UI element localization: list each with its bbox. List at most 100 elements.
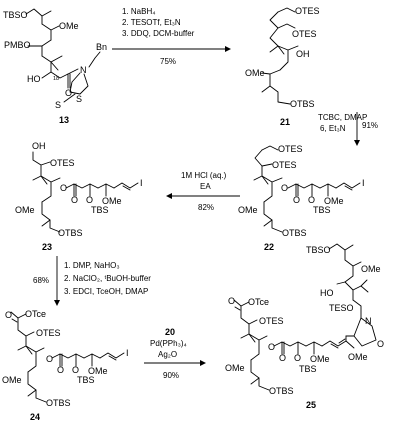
ome-label: OMe <box>310 354 330 364</box>
otce-label: OTce <box>25 309 46 319</box>
bond <box>277 7 296 13</box>
step-4: 68% 1. DMP, NaHO₃ 2. NaClO₂, ᵗBuOH-buffe… <box>33 256 151 306</box>
vinyl-bond <box>113 182 139 189</box>
oxazole-ring <box>353 317 377 347</box>
otbs-label: OTBS <box>58 228 83 238</box>
o-label: O <box>308 195 315 205</box>
reagent-line: 1. DMP, NaHO₃ <box>64 261 120 270</box>
bond <box>360 285 369 293</box>
bond <box>41 39 52 57</box>
o-label: O <box>71 195 78 205</box>
bond <box>27 389 37 397</box>
vinyl-bond <box>108 355 117 361</box>
thiazolidine-ring <box>69 72 89 95</box>
diene-bond <box>330 343 339 349</box>
bond <box>269 27 279 47</box>
step-yield: 68% <box>33 276 49 285</box>
tbs-label: TBS <box>299 364 317 374</box>
bond <box>279 49 289 71</box>
otbs-label: OTBS <box>290 99 315 109</box>
bond <box>41 55 63 63</box>
bond <box>261 175 283 183</box>
ome-label: OMe <box>361 264 381 274</box>
otes-label: OTES <box>259 316 284 326</box>
bond <box>25 345 33 355</box>
bond <box>269 85 291 105</box>
n-label: N <box>80 65 87 75</box>
o-label: O <box>228 296 235 306</box>
bond <box>344 249 362 267</box>
compound-22-structure: OTES OTES O O O TBS OMe I OMe OTBS 22 <box>238 144 365 252</box>
arrow-head <box>354 140 360 146</box>
bond <box>63 93 76 103</box>
bond <box>240 305 250 335</box>
ho-label: HO <box>320 288 334 298</box>
arrow-head <box>200 360 206 366</box>
step-1: 1. NaBH₄ 2. TESOTf, Et₃N 3. DDQ, DCM-buf… <box>112 7 231 66</box>
i-label: I <box>126 348 129 358</box>
o-label: O <box>57 365 64 375</box>
otbs-label: OTBS <box>269 386 294 396</box>
step-yield: 91% <box>362 121 378 130</box>
bond <box>40 161 51 166</box>
reagent-line: TCBC, DMAP <box>318 113 367 122</box>
step-yield: 75% <box>160 57 176 66</box>
bond <box>240 333 250 339</box>
bond <box>352 299 362 319</box>
otbs-label: OTBS <box>46 398 71 408</box>
step-3: 1M HCl (aq.) EA 82% <box>166 171 240 212</box>
o-label: O <box>72 365 79 375</box>
otes-label: OTES <box>272 160 297 170</box>
bond <box>328 243 354 251</box>
o-label: O <box>294 353 301 363</box>
vinyl-bond <box>122 185 131 191</box>
s-label: S <box>76 94 82 104</box>
s-label: S <box>55 100 61 110</box>
diene-bond <box>338 338 346 344</box>
ho-label: HO <box>27 74 41 84</box>
bond <box>263 201 283 233</box>
oh-label: OH <box>296 49 310 59</box>
reagent-line: 2. TESOTf, Et₃N <box>122 18 181 27</box>
compound-23-structure: OH OTES O O O TBS OMe I OMe OTBS 23 <box>15 141 143 252</box>
reagent-line: Ag₂O <box>158 350 177 359</box>
bn-label: Bn <box>96 42 107 52</box>
bond <box>344 281 362 291</box>
bond <box>11 318 18 323</box>
compound-label: 13 <box>59 115 69 125</box>
bond <box>17 345 27 351</box>
bond <box>27 371 47 403</box>
bond <box>234 306 241 311</box>
bond <box>32 151 42 177</box>
bond <box>88 51 101 68</box>
pmbo-label: PMBO <box>4 40 31 50</box>
arrow-head <box>166 193 172 199</box>
reagent-line: 1M HCl (aq.) <box>181 171 227 180</box>
bond <box>250 339 260 361</box>
o-label: O <box>46 354 53 364</box>
vinyl-bond <box>99 352 125 359</box>
o-label: O <box>86 195 93 205</box>
compound-label: 24 <box>30 412 40 422</box>
tbs-label: TBS <box>77 375 95 385</box>
ome-label: OMe <box>2 375 22 385</box>
bond <box>25 331 35 337</box>
ome-label: OMe <box>245 68 265 78</box>
bond <box>41 71 52 79</box>
bond <box>250 359 270 391</box>
bond <box>250 377 260 385</box>
bond <box>263 181 273 203</box>
bond <box>25 8 52 17</box>
ome-label: OMe <box>59 21 79 31</box>
reagent-line: 2. NaClO₂, ᵗBuOH-buffer <box>64 274 151 283</box>
bond <box>50 25 60 31</box>
reagent-line: 6, Et₃N <box>320 124 346 133</box>
bond <box>248 333 256 343</box>
reagent-line: EA <box>200 182 211 191</box>
bond <box>269 69 281 87</box>
reagent-line: Pd(PPh₃)₄ <box>150 339 187 348</box>
ome-label: OMe <box>225 363 245 373</box>
c18-label: 18 <box>53 76 59 82</box>
otce-label: OTce <box>248 297 269 307</box>
step-yield: 90% <box>163 371 179 380</box>
